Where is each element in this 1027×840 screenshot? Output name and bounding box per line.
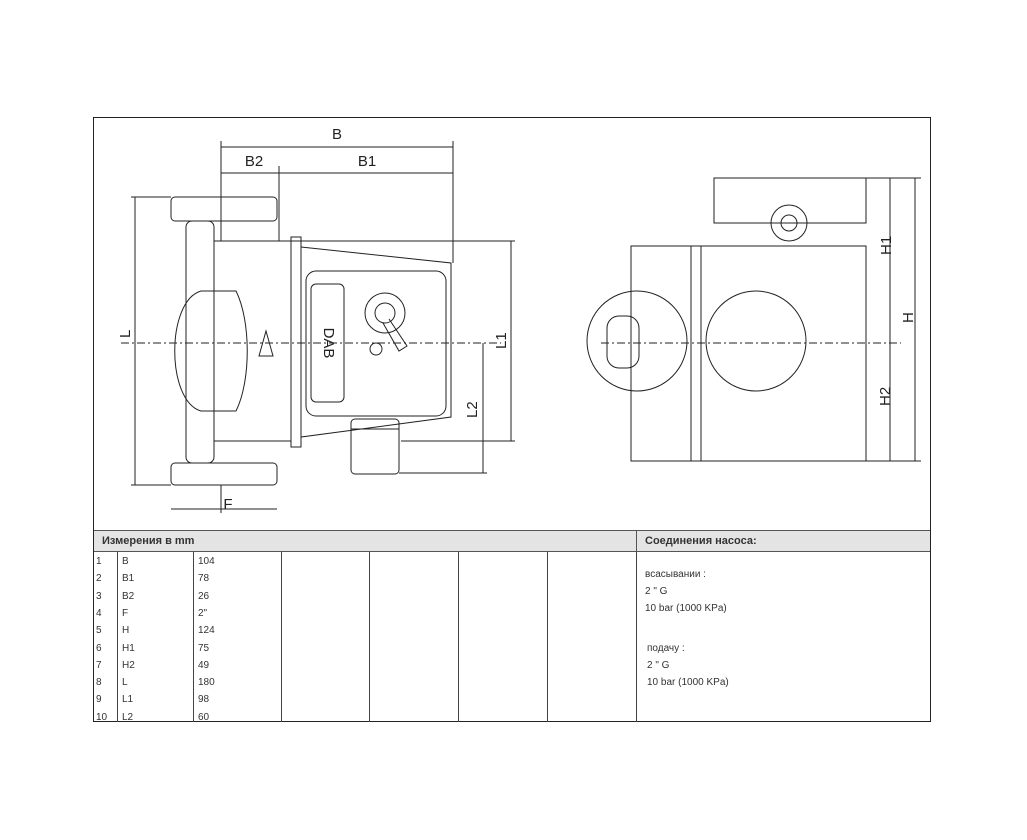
row-n: 8 (96, 677, 102, 689)
row-value: 180 (198, 677, 215, 689)
row-n: 3 (96, 590, 102, 602)
dim-label-H: H (900, 312, 917, 323)
delivery-label: подачу : (647, 643, 685, 654)
pump-side-view: DAB B B2 B1 L (117, 126, 515, 513)
row-value: 98 (198, 694, 210, 706)
dab-logo-text: DAB (320, 328, 337, 359)
row-value: 2" (198, 607, 208, 619)
delivery-size: 2 " G (647, 660, 670, 671)
dim-label-L2: L2 (464, 401, 481, 418)
delivery-pressure: 10 bar (1000 KPa) (647, 677, 729, 688)
dim-label-L: L (117, 330, 134, 338)
pump-front-view: H1 H H2 (586, 177, 921, 462)
dim-label-H2: H2 (877, 387, 894, 406)
dim-label-F: F (223, 496, 232, 513)
row-name: L1 (122, 694, 134, 706)
row-name: F (122, 607, 129, 619)
dim-label-B1: B1 (358, 153, 376, 170)
dimensions-header: Измерения в mm (94, 530, 637, 552)
row-name: L (122, 677, 128, 689)
row-value: 75 (198, 642, 210, 654)
dim-label-H1: H1 (878, 236, 895, 255)
row-name: B2 (122, 590, 135, 602)
row-n: 6 (96, 642, 102, 654)
connections-header: Соединения насоса: (637, 530, 930, 552)
row-value: 104 (198, 556, 215, 567)
row-n: 10 (96, 711, 108, 723)
row-name: B1 (122, 573, 135, 585)
row-value: 49 (198, 659, 210, 671)
row-n: 2 (96, 573, 102, 585)
row-name: B (122, 556, 129, 567)
drawing-frame: DAB B B2 B1 L (93, 117, 931, 723)
suction-label: всасывании : (645, 569, 706, 580)
row-value: 78 (198, 573, 210, 585)
row-name: H2 (122, 659, 135, 671)
suction-pressure: 10 bar (1000 KPa) (645, 603, 727, 614)
row-name: H1 (122, 642, 135, 654)
row-n: 5 (96, 625, 102, 637)
row-value: 60 (198, 711, 210, 723)
row-name: L2 (122, 711, 134, 723)
suction-size: 2 " G (645, 586, 668, 597)
row-n: 9 (96, 694, 102, 706)
dim-label-B: B (332, 126, 342, 143)
row-n: 7 (96, 659, 102, 671)
row-n: 4 (96, 607, 102, 619)
dim-label-B2: B2 (245, 153, 263, 170)
row-value: 26 (198, 590, 210, 602)
technical-drawing: DAB B B2 B1 L (117, 126, 921, 513)
row-value: 124 (198, 625, 215, 637)
dim-label-L1: L1 (493, 332, 510, 349)
row-name: H (122, 625, 130, 637)
row-n: 1 (96, 556, 102, 567)
dab-logo (310, 283, 345, 403)
